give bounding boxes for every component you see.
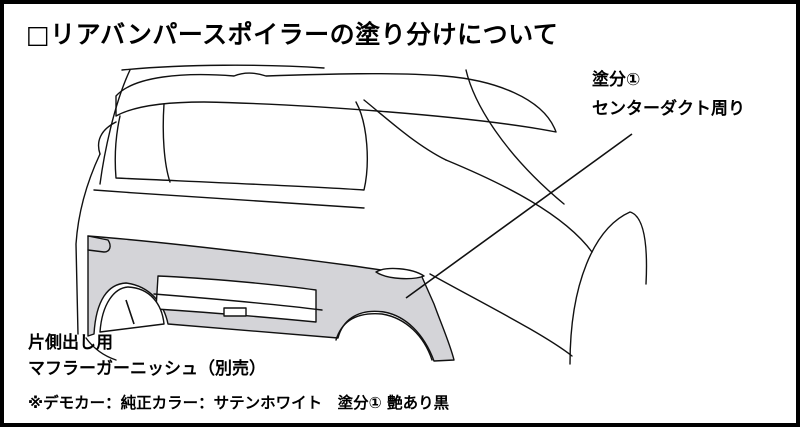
callout-center-duct-line2: センターダクト周り: [592, 99, 745, 119]
body-right-shoulder: [445, 159, 593, 253]
hatch-inner-left: [162, 103, 171, 183]
leader-line-muffler: [125, 299, 135, 325]
tail-lamp-right: [363, 99, 447, 161]
roof-spoiler: [115, 72, 557, 133]
car-rear-illustration: [75, 64, 648, 365]
c-pillar: [465, 69, 565, 205]
callout-center-duct-line1: 塗分①: [592, 70, 641, 90]
bumper-right-edge: [429, 273, 573, 357]
hatch-panel: [114, 101, 368, 191]
muffler-opening: [99, 286, 165, 333]
wheel-arch-right: [335, 313, 433, 361]
bumper-top-line: [93, 189, 365, 209]
left-pillar: [99, 69, 131, 185]
footnote-demo-car-color: ※デモカー：純正カラー：サテンホワイト 塗分① 艶あり黒: [28, 394, 450, 412]
callout-muffler-line1: 片側出し用: [28, 333, 113, 353]
left-reflector: [87, 235, 111, 253]
side-reflector: [375, 267, 425, 280]
leader-line-center-duct: [405, 133, 633, 299]
body-left-edge: [75, 153, 101, 335]
recess-inner-line: [153, 293, 323, 311]
plate-light: [223, 307, 247, 317]
tail-lamp-left: [97, 121, 117, 155]
page-title: □リアバンパースポイラーの塗り分けについて: [26, 20, 559, 49]
roof-line: [121, 64, 325, 71]
center-recess: [155, 275, 317, 323]
rear-wheel-right: [569, 211, 648, 365]
callout-muffler-line2: マフラーガーニッシュ（別売）: [28, 359, 266, 379]
bumper-lower-left: [85, 337, 117, 361]
